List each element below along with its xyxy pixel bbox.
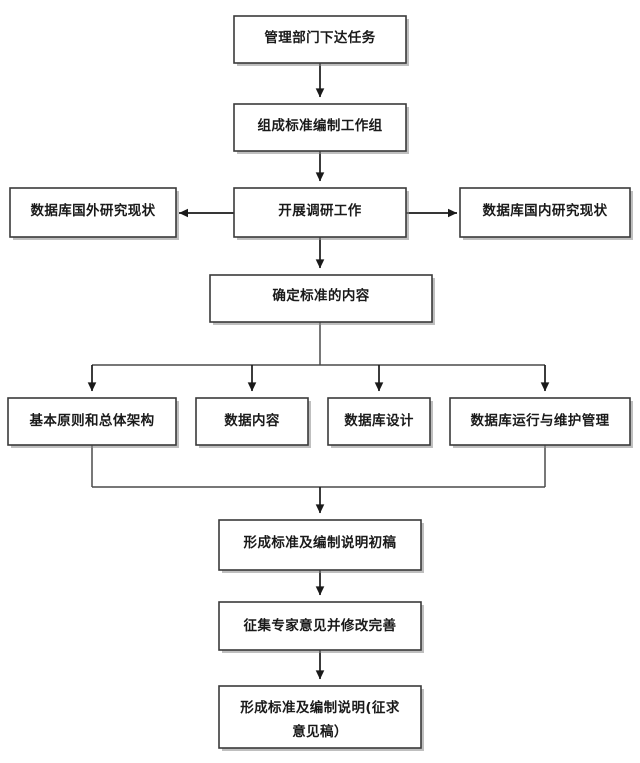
node-database-design[interactable]: 数据库设计 [327,397,433,448]
node-task-assignment[interactable]: 管理部门下达任务 [233,15,409,66]
node-conduct-research[interactable]: 开展调研工作 [233,187,409,240]
node-foreign-research-status[interactable]: 数据库国外研究现状 [9,187,179,240]
node-label-line-1: 形成标准及编制说明(征求 [240,699,400,716]
node-label: 数据库设计 [344,412,414,429]
node-data-content[interactable]: 数据内容 [195,397,311,448]
node-label: 数据库国外研究现状 [30,202,155,219]
node-label: 征集专家意见并修改完善 [244,617,397,634]
node-basic-principles-architecture[interactable]: 基本原则和总体架构 [7,397,179,448]
node-label: 管理部门下达任务 [264,29,375,46]
node-label-line-2: 意见稿） [292,723,348,740]
edge-layer [87,63,550,680]
node-database-operation-maintenance[interactable]: 数据库运行与维护管理 [449,397,633,448]
node-label: 确定标准的内容 [272,287,369,304]
node-collect-expert-opinions[interactable]: 征集专家意见并修改完善 [218,601,424,653]
node-label: 数据库运行与维护管理 [471,412,610,429]
node-label: 组成标准编制工作组 [257,117,382,134]
node-draft-standard-and-notes[interactable]: 形成标准及编制说明初稿 [218,519,424,573]
node-label: 开展调研工作 [278,202,361,219]
node-define-standard-content[interactable]: 确定标准的内容 [209,274,435,325]
node-form-workgroup[interactable]: 组成标准编制工作组 [233,103,409,154]
node-label: 基本原则和总体架构 [29,412,154,429]
node-label: 数据内容 [224,412,280,429]
node-final-draft-for-comment[interactable]: 形成标准及编制说明(征求 意见稿） [218,685,424,751]
node-domestic-research-status[interactable]: 数据库国内研究现状 [459,187,633,240]
node-label: 数据库国内研究现状 [482,202,607,219]
node-label: 形成标准及编制说明初稿 [244,534,397,551]
